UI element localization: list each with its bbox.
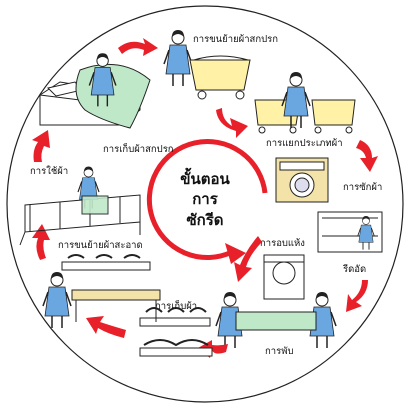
step-transport-dirty-illustration: การขนย้ายผ้าสกปรก [164, 30, 278, 100]
step-transport-dirty-label: การขนย้ายผ้าสกปรก [193, 34, 278, 45]
step-dry-illustration: การอบแห้ง [260, 238, 305, 300]
outer-circle [6, 5, 404, 403]
step-wash-illustration: การซักผ้า [275, 157, 382, 203]
step-use-label: การใช้ผ้า [30, 165, 68, 177]
step-store-illustration: การเก็บผ้า [139, 299, 213, 357]
step-fold-label: การพับ [265, 346, 293, 357]
step-transport-clean-label: การขนย้ายผ้าสะอาด [58, 240, 143, 251]
center-cycle: ขั้นตอน การ ซักรีด [146, 139, 268, 264]
step-store-label: การเก็บผ้า [155, 299, 197, 312]
center-title-3: ซักรีด [186, 211, 223, 229]
center-title-1: ขั้นตอน [180, 167, 230, 188]
step-collect-illustration: การเก็บผ้าสกปรก [39, 53, 174, 155]
step-sort-illustration: การแยกประเภทผ้า [254, 72, 356, 149]
step-iron-label: รีดอัด [342, 263, 366, 275]
step-sort-label: การแยกประเภทผ้า [266, 138, 343, 149]
step-transport-clean-illustration: การขนย้ายผ้าสะอาด [43, 240, 161, 328]
step-fold-illustration: การพับ [216, 292, 336, 357]
step-use-illustration: การใช้ผ้า [19, 165, 141, 246]
step-collect-label: การเก็บผ้าสกปรก [103, 142, 174, 155]
step-dry-label: การอบแห้ง [260, 238, 305, 249]
step-wash-label: การซักผ้า [343, 182, 382, 193]
step-iron-illustration: รีดอัด [317, 211, 383, 275]
center-title-2: การ [192, 190, 219, 208]
